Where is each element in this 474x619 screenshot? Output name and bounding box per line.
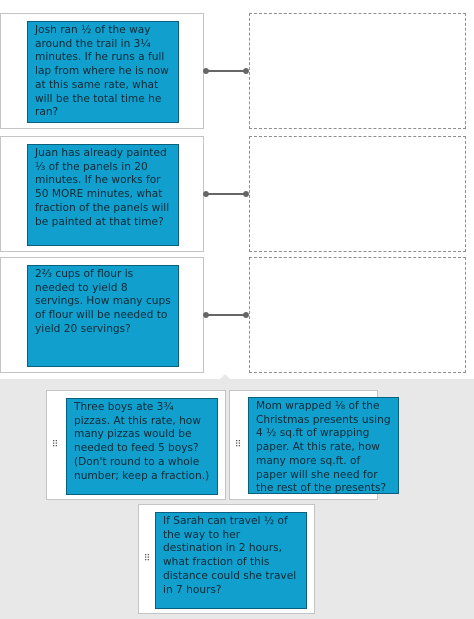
prompt-card-3: 2⅔ cups of flour is needed to yield 8 se… [0,257,204,373]
drop-zone-1[interactable] [249,13,466,129]
connector-line-2 [206,193,246,195]
match-row-1: Josh ran ½ of the way around the trail i… [0,13,474,129]
drag-handle-icon[interactable]: ⠿ [234,440,242,450]
drop-zone-3[interactable] [249,257,466,373]
answer-text-1: Three boys ate 3¾ pizzas. At this rate, … [66,398,218,495]
prompt-text-3: 2⅔ cups of flour is needed to yield 8 se… [27,265,179,367]
connector-dot-right-1 [243,68,249,74]
drag-handle-icon[interactable]: ⠿ [51,440,59,450]
match-row-2: Juan has already painted ⅓ of the panels… [0,136,474,252]
connector-line-1 [206,70,246,72]
connector-dot-right-2 [243,191,249,197]
drag-handle-icon[interactable]: ⠿ [143,554,151,564]
answer-card-2[interactable]: ⠿ Mom wrapped ⅛ of the Christmas present… [229,390,399,500]
answer-card-1[interactable]: ⠿ Three boys ate 3¾ pizzas. At this rate… [46,390,226,500]
prompt-card-2: Juan has already painted ⅓ of the panels… [0,136,204,252]
connector-dot-right-3 [243,312,249,318]
prompt-text-1: Josh ran ½ of the way around the trail i… [27,21,179,123]
answer-card-3[interactable]: ⠿ If Sarah can travel ½ of the way to he… [138,504,315,614]
connector-line-3 [206,314,246,316]
answer-text-2: Mom wrapped ⅛ of the Christmas presents … [248,397,399,494]
prompt-card-1: Josh ran ½ of the way around the trail i… [0,13,204,129]
drop-zone-2[interactable] [249,136,466,252]
answer-text-3: If Sarah can travel ½ of the way to her … [155,512,307,609]
tray-notch [219,374,231,380]
prompt-text-2: Juan has already painted ⅓ of the panels… [27,144,179,246]
match-row-3: 2⅔ cups of flour is needed to yield 8 se… [0,257,474,373]
